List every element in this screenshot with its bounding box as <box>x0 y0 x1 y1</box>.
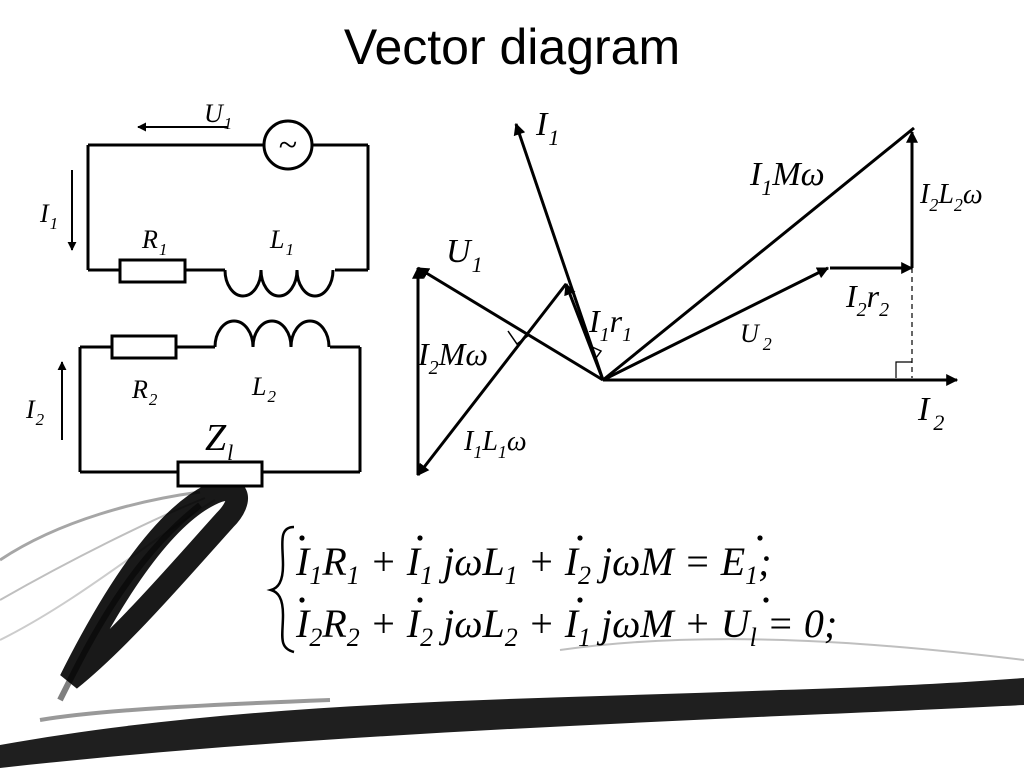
right-angle-mark-i2 <box>895 361 912 378</box>
vector-label-i2m-omega: I2Mω <box>417 336 488 379</box>
vector-label-i1: I1 <box>535 106 559 150</box>
vector-label-u1: U1 <box>446 233 483 277</box>
vector-u1 <box>416 266 604 382</box>
vector-i1l1-omega <box>416 283 568 476</box>
vector-label-i2r2: I2r2 <box>845 278 889 321</box>
circuit-label-i1: I1 <box>39 199 58 233</box>
right-angle-mark-u1 <box>507 330 530 346</box>
vector-label-i1r1: I1r1 <box>588 303 632 346</box>
circuit-label-l1: L1 <box>269 225 294 259</box>
vector-label-i2l2-omega: I2L2ω <box>919 179 983 215</box>
ac-source-symbol: ~ <box>279 127 297 164</box>
inductor-l1 <box>223 269 335 298</box>
inductor-l2 <box>213 319 331 348</box>
circuit-label-l2: L2 <box>251 372 276 406</box>
decorative-swoosh <box>0 478 1024 768</box>
vector-i1 <box>513 122 605 381</box>
vector-label-i1m-omega: I1Mω <box>749 156 825 200</box>
resistor-r1 <box>118 258 187 284</box>
circuit-label-zl: Zl <box>205 417 233 465</box>
phasor-dots <box>299 535 769 603</box>
equation-system-brace <box>266 525 295 654</box>
circuit-label-u1: U1 <box>204 99 232 133</box>
circuit-label-i2: I2 <box>25 395 45 429</box>
vector-u2 <box>602 266 830 382</box>
secondary-circuit <box>78 345 362 474</box>
right-angle-mark-i1r1 <box>589 345 603 359</box>
equation-2: I2R2 + I2 jωL2 + I1 jωM + Ul = 0; <box>295 601 837 652</box>
vector-i1m-omega <box>602 126 915 382</box>
ac-source-icon <box>262 119 314 171</box>
circuit-label-r2: R2 <box>131 375 158 409</box>
resistor-r2 <box>110 334 178 360</box>
vector-label-i1l1-omega: I1L1ω <box>463 426 527 462</box>
equation-1: I1R1 + I1 jωL1 + I2 jωM = E1; <box>295 539 771 590</box>
primary-circuit <box>86 143 370 272</box>
circuit-label-r1: R1 <box>141 225 167 259</box>
vector-i1r1 <box>564 282 605 381</box>
phasor-vectors <box>412 122 959 476</box>
slide-title: Vector diagram <box>343 19 681 75</box>
load-impedance-zl <box>176 460 264 488</box>
